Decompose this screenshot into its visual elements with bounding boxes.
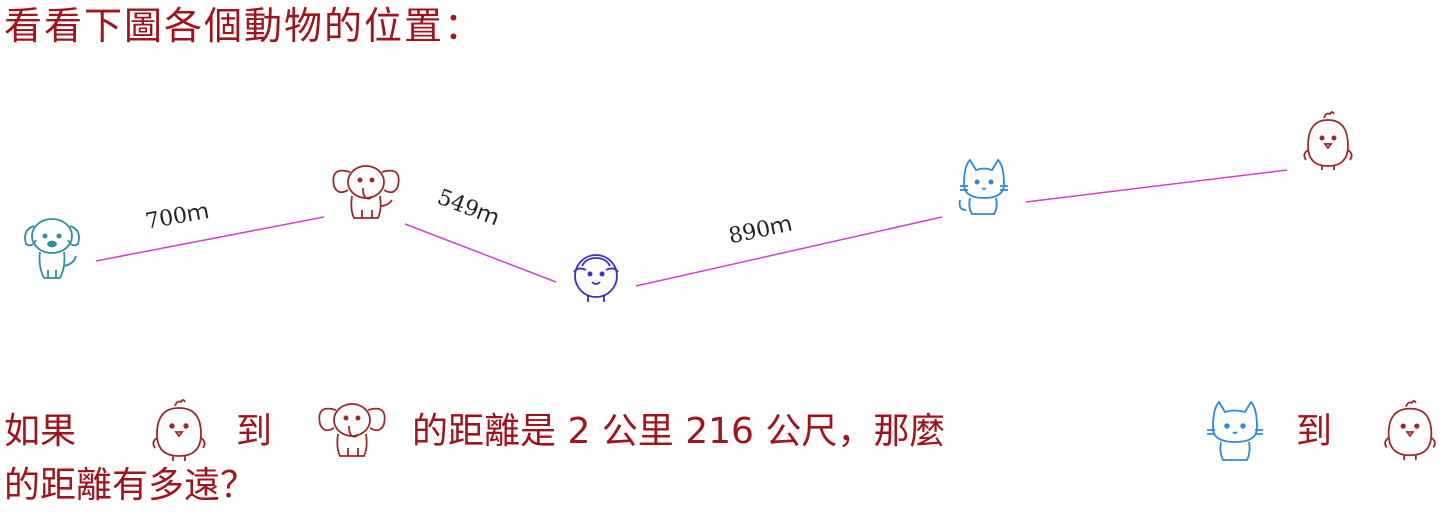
question-text-part2: 到 [236, 411, 273, 452]
line-sheep-cat [635, 216, 943, 287]
cat-icon [1207, 400, 1263, 461]
distance-label-dog-elephant: 700ｍ [144, 199, 211, 235]
distance-label-elephant-sheep: 549ｍ [434, 185, 503, 231]
cat-icon [958, 158, 1008, 215]
chick-icon [1384, 400, 1436, 461]
line-elephant-sheep [404, 223, 557, 283]
sheep-icon [573, 254, 619, 302]
chick-icon [152, 399, 206, 461]
page-title: 看看下圖各個動物的位置： [4, 4, 485, 48]
elephant-icon [318, 403, 386, 457]
question-text-line2: 的距離有多遠？ [4, 465, 257, 506]
question-text-part3: 的距離是 2 公里 216 公尺，那麼 [412, 411, 946, 452]
line-cat-chick [1025, 169, 1288, 203]
question-text-part1: 如果 [4, 411, 77, 452]
dog-icon [24, 218, 80, 279]
question-text-part4: 到 [1296, 411, 1333, 452]
chick-icon [1303, 111, 1353, 170]
distance-label-sheep-cat: 890ｍ [727, 212, 795, 250]
line-dog-elephant [95, 216, 325, 262]
elephant-icon [332, 165, 400, 219]
animal-position-diagram: 700ｍ 549ｍ 890ｍ [24, 111, 1353, 302]
